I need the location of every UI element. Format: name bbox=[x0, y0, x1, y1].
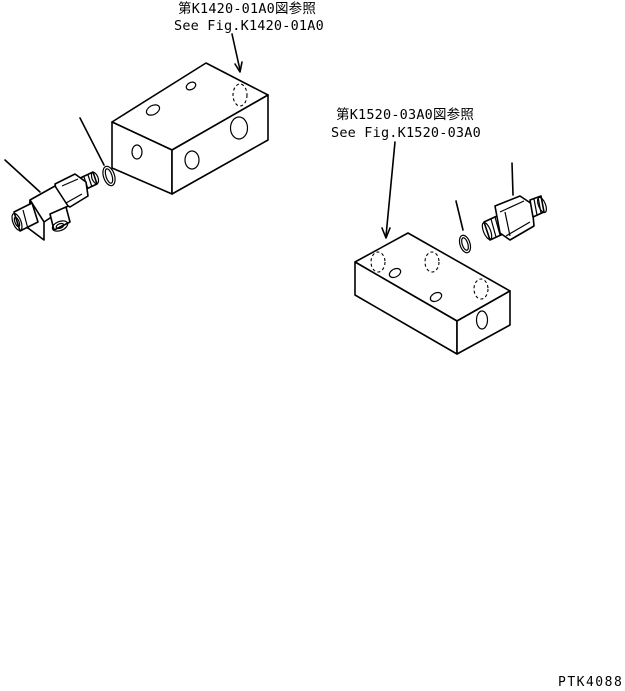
upper-tee-fitting bbox=[11, 171, 100, 241]
upper-callout-leader bbox=[231, 33, 241, 71]
lower-fitting-leader bbox=[511, 162, 514, 196]
upper-callout-japanese: 第K1420-01A0図参照 bbox=[178, 0, 316, 17]
lower-callout-japanese: 第K1520-03A0図参照 bbox=[336, 106, 474, 123]
upper-callout-english: See Fig.K1420-01A0 bbox=[174, 18, 324, 34]
upper-oring-leader bbox=[79, 117, 105, 166]
lower-callout-leader bbox=[385, 141, 396, 237]
lower-o-ring bbox=[458, 234, 472, 254]
upper-callout-arrowhead bbox=[234, 61, 243, 73]
upper-valve-block bbox=[111, 62, 269, 195]
lower-connector-fitting bbox=[481, 195, 548, 241]
upper-fitting-leader bbox=[4, 159, 41, 193]
lower-oring-leader bbox=[455, 200, 464, 231]
lower-valve-block bbox=[354, 232, 511, 355]
upper-o-ring bbox=[102, 165, 116, 187]
lower-callout-arrowhead bbox=[381, 227, 391, 239]
drawing-code: PTK4088 bbox=[558, 675, 623, 690]
lower-callout-english: See Fig.K1520-03A0 bbox=[331, 125, 481, 141]
